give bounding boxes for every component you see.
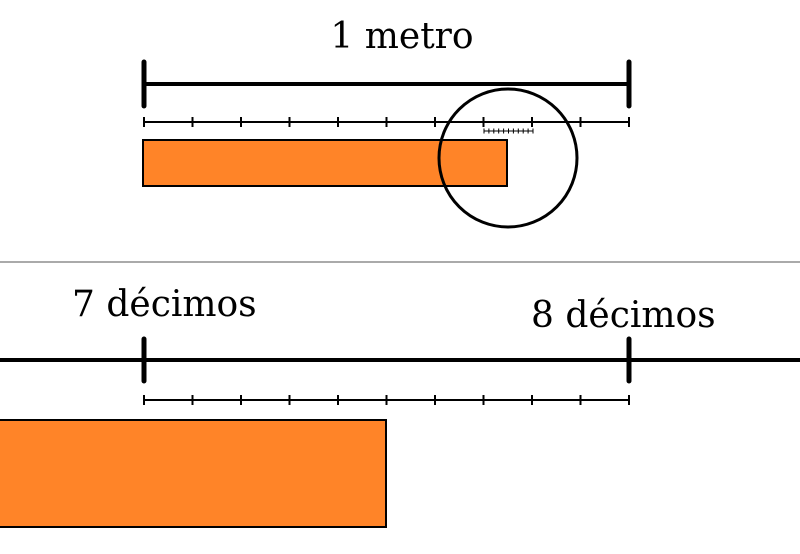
bottom-filled-bar	[0, 419, 387, 528]
bottom-panel: 7 décimos 8 décimos	[0, 284, 800, 528]
zoom-circle	[437, 87, 579, 229]
zoom-mini-ruler-ticks	[483, 128, 534, 134]
right-decimal-label: 8 décimos	[531, 295, 716, 336]
top-filled-bar	[142, 139, 508, 187]
bottom-ruler-ticks	[143, 395, 630, 405]
top-panel: 1 metro	[141, 16, 632, 229]
left-decimal-label: 7 décimos	[72, 284, 257, 325]
meter-title: 1 metro	[330, 16, 473, 57]
top-ruler-ticks	[143, 117, 630, 127]
